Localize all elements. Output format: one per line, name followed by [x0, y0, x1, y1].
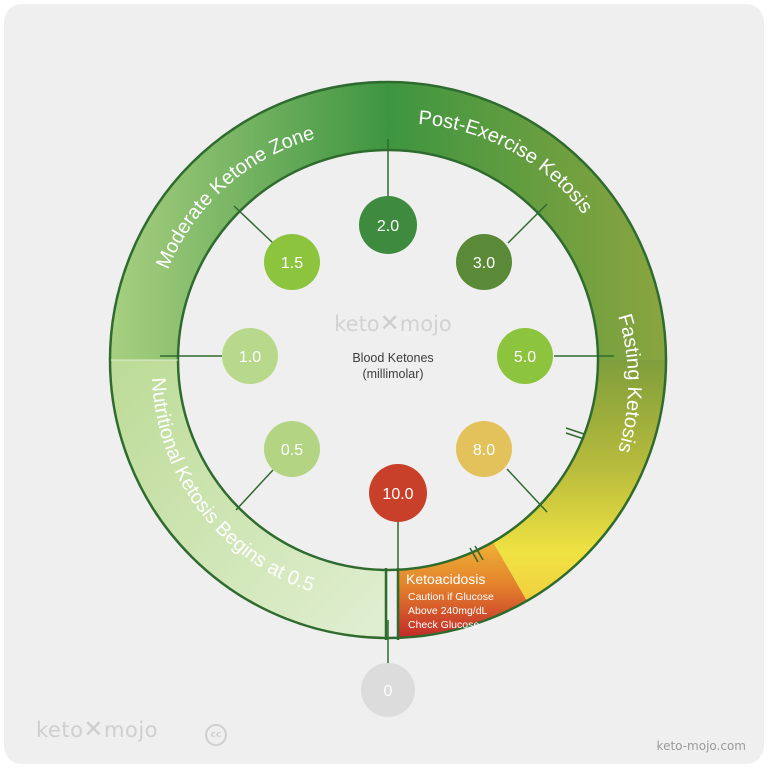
level-2-0: 2.0 — [359, 196, 417, 254]
svg-text:2.0: 2.0 — [377, 218, 399, 235]
svg-text:3.0: 3.0 — [473, 255, 495, 272]
center-brand-right: mojo — [399, 312, 452, 336]
level-10-0: 10.0 — [369, 464, 427, 522]
svg-text:10.0: 10.0 — [382, 486, 413, 503]
website-link[interactable]: keto-mojo.com — [656, 739, 746, 753]
level-8-0: 8.0 — [456, 421, 512, 477]
footer-brand-logo: keto✕mojo — [36, 715, 158, 743]
footer-brand-x-icon: ✕ — [83, 715, 105, 743]
ketoacidosis-line-3: Check Glucose — [408, 619, 479, 631]
center-title-text: Blood Ketones — [352, 351, 434, 365]
ring-fasting — [493, 360, 667, 601]
footer-brand-left: keto — [36, 718, 84, 742]
svg-text:0: 0 — [384, 683, 393, 700]
center-title: Blood Ketones (millimolar) — [318, 350, 468, 382]
svg-text:8.0: 8.0 — [473, 442, 495, 459]
svg-text:0.5: 0.5 — [281, 442, 303, 459]
ring-nutritional — [110, 360, 388, 638]
footer-brand-right: mojo — [104, 718, 159, 742]
ketoacidosis-line-2: Above 240mg/dL — [408, 605, 488, 617]
level-0: 0 — [361, 663, 415, 717]
ketoacidosis-line-1: Caution if Glucose — [408, 591, 494, 603]
svg-text:1.5: 1.5 — [281, 255, 303, 272]
center-brand-logo: keto✕mojo — [318, 309, 468, 337]
ring-moderate-postexercise — [110, 82, 666, 360]
level-3-0: 3.0 — [456, 234, 512, 290]
level-1-5: 1.5 — [264, 234, 320, 290]
level-0-5: 0.5 — [264, 421, 320, 477]
level-5-0: 5.0 — [497, 328, 553, 384]
creative-commons-icon: cc — [205, 724, 227, 746]
level-1-0: 1.0 — [222, 328, 278, 384]
center-title-unit: (millimolar) — [362, 367, 424, 381]
svg-text:1.0: 1.0 — [239, 349, 261, 366]
ketoacidosis-title: Ketoacidosis — [406, 571, 485, 587]
brand-x-icon: ✕ — [379, 309, 400, 337]
svg-text:5.0: 5.0 — [514, 349, 536, 366]
center-brand-left: keto — [334, 312, 380, 336]
